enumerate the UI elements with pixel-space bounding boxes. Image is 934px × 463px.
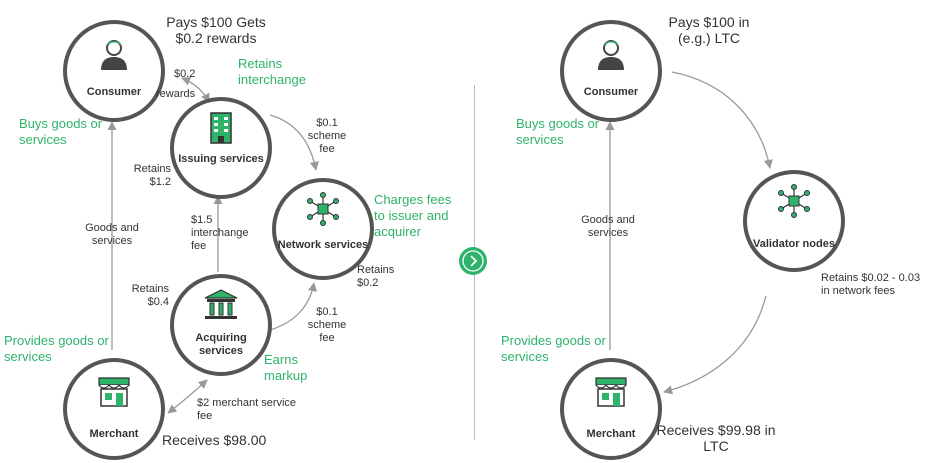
consumer-node: Consumer [63,20,165,122]
next-button[interactable] [459,247,487,275]
right-consumer-node: Consumer [560,20,662,122]
right-consumer-label: Consumer [583,86,639,98]
right-consumer-pays-text: Pays $100 in (e.g.) LTC [668,14,750,46]
network-services-node: Network services [272,178,374,280]
charges-fees-text: Charges fees to issuer and acquirer [374,192,452,239]
right-goods-services-text: Goods and services [581,214,635,239]
rewards-amount: $0.2 [174,68,196,80]
rewards-word: rewards [156,88,196,100]
right-merchant-receives-text: Receives $99.98 in LTC [656,422,776,454]
consumer-label: Consumer [86,86,142,98]
validator-nodes-label: Validator nodes [753,238,835,250]
bank-icon [204,289,238,319]
buys-goods-text: Buys goods or services [19,116,103,147]
right-provides-goods-text: Provides goods or services [501,333,606,364]
scheme-fee-top-text: $0.1 scheme fee [307,117,347,155]
acquirer-retains-text: Retains $0.4 [131,283,169,308]
right-buys-goods-text: Buys goods or services [516,116,600,147]
arrow-acquiring-network [269,282,318,331]
consumer-pays-text: Pays $100 Gets $0.2 rewards [166,14,266,46]
arrow-validator-merchant [663,295,767,395]
right-merchant-node: Merchant [560,358,662,460]
scheme-fee-bottom-text: $0.1 scheme fee [307,306,347,344]
arrow-merchant-acquiring [167,379,208,414]
network-cube-icon [307,192,339,226]
issuer-retains-text: Retains $1.2 [133,163,171,188]
right-merchant-label: Merchant [586,428,636,440]
acquiring-services-node: Acquiring services [170,274,272,376]
issuing-services-node: Issuing services [170,97,272,199]
network-services-label: Network services [277,239,369,251]
network-cube-icon [778,184,810,218]
interchange-fee-text: $1.5 interchange fee [191,214,249,252]
arrow-consumer-validator [671,71,773,169]
earns-markup-text: Earns markup [264,352,308,383]
storefront-icon [595,377,627,407]
merchant-label: Merchant [89,428,139,440]
retains-interchange-text: Retains interchange [238,56,306,87]
chevron-right-icon [462,250,484,272]
person-icon [598,40,624,70]
provides-goods-text: Provides goods or services [4,333,109,364]
person-icon [101,40,127,70]
storefront-icon [98,377,130,407]
validator-nodes-node: Validator nodes [743,170,845,272]
issuing-services-label: Issuing services [178,153,264,165]
goods-services-text: Goods and services [85,222,139,247]
office-building-icon [210,112,232,144]
validator-retains-text: Retains $0.02 - 0.03 in network fees [821,272,921,297]
network-retains-text: Retains $0.2 [357,264,395,289]
merchant-receives-text: Receives $98.00 [162,432,267,448]
merchant-fee-text: $2 merchant service fee [197,397,297,422]
merchant-node: Merchant [63,358,165,460]
acquiring-services-label: Acquiring services [195,332,247,357]
arrow-issuing-network [269,114,319,171]
